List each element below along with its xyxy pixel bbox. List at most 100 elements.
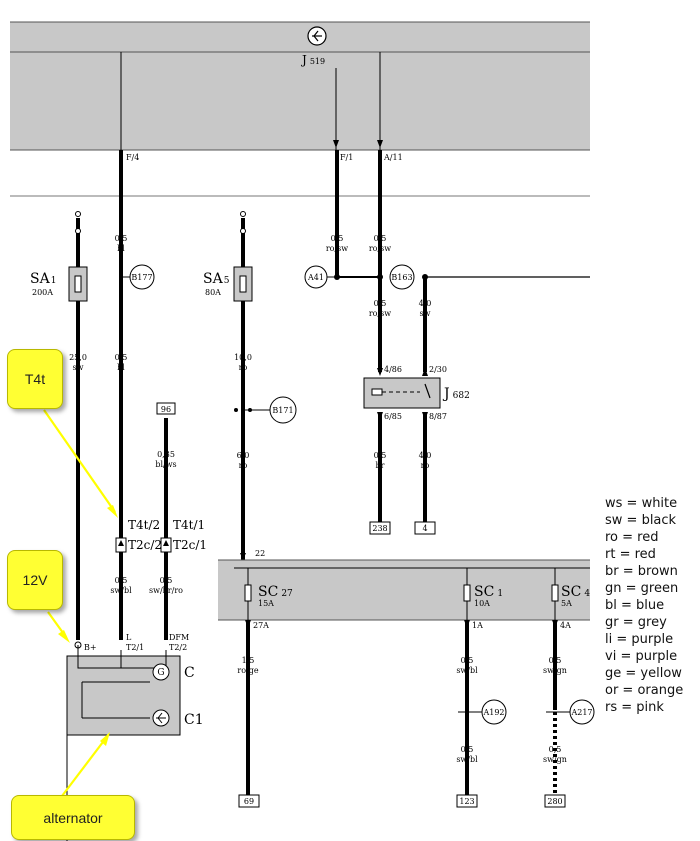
pin-label: A/11 — [383, 153, 403, 162]
legend-item: li = purple — [605, 632, 673, 647]
wire-color: bl — [117, 363, 125, 372]
connector-b163: B163 — [389, 264, 415, 290]
wire-size: 0,5 — [549, 656, 562, 665]
connector-a41: A41 — [304, 265, 337, 289]
wire-color: ro — [239, 461, 248, 470]
generator-icon: G — [152, 663, 170, 681]
legend-item: ws = white — [605, 496, 677, 511]
fuse-rating: 15A — [258, 599, 274, 608]
wire-size: 4,0 — [419, 299, 432, 308]
ref-box: 238 — [372, 524, 387, 533]
connector-a192: A192 — [458, 699, 507, 725]
legend-item: ro = red — [605, 530, 658, 545]
control-module-panel — [10, 22, 590, 150]
connector-b171: B171 — [234, 396, 297, 424]
wire-color: ro/sw — [326, 244, 348, 253]
wire-color: sw/br/ro — [149, 586, 183, 595]
wire-color: bl — [117, 244, 125, 253]
relay-pin: 6/85 — [384, 412, 402, 421]
terminal-label: B+ — [84, 643, 97, 652]
legend-item: gn = green — [605, 581, 678, 596]
wire-size: 25,0 — [69, 353, 87, 362]
legend-item: sw = black — [605, 513, 677, 528]
terminal-label: L — [126, 633, 132, 642]
fuse-rating: 80A — [205, 288, 221, 297]
fuse-rating: 10A — [474, 599, 490, 608]
plug-t4t1: T4t/1 — [173, 518, 205, 532]
pin-label: F/4 — [126, 153, 139, 162]
wire-size: 0,5 — [374, 234, 387, 243]
legend-item: rt = red — [605, 547, 656, 562]
relay-pin: 4/86 — [384, 365, 402, 374]
wire-size: 0,5 — [160, 576, 173, 585]
wire-size: 0,5 — [115, 234, 128, 243]
ref-box: 4 — [422, 524, 427, 533]
terminal-label: T2/1 — [126, 643, 144, 652]
terminal-label: DFM — [169, 633, 189, 642]
wire-color: ro/sw — [369, 244, 391, 253]
wire-color: sw — [420, 309, 431, 318]
alternator-c-label: C — [184, 665, 195, 681]
legend-item: rs = pink — [605, 700, 664, 715]
callout-alternator: alternator — [11, 795, 135, 840]
color-legend: ws = white sw = black ro = red rt = red … — [605, 496, 683, 715]
fuse-label: SA1 — [30, 271, 56, 287]
connector-a217: A217 — [546, 699, 595, 725]
wire-color: ro/ge — [237, 666, 258, 675]
wires — [76, 150, 557, 795]
legend-item: bl = blue — [605, 598, 664, 613]
plug-t2c2: T2c/2 — [128, 538, 162, 552]
relay-pin: 2/30 — [429, 365, 447, 374]
wire-size: 0,5 — [374, 451, 387, 460]
module-symbol-icon — [307, 26, 327, 46]
ref-box: 280 — [547, 797, 562, 806]
legend-item: ge = yellow — [605, 666, 682, 681]
plug-t2c1: T2c/1 — [173, 538, 207, 552]
wire-size: 4,0 — [419, 451, 432, 460]
wire-size: 10,0 — [234, 353, 252, 362]
svg-text:A217: A217 — [570, 708, 592, 717]
wire-color: ro — [239, 363, 248, 372]
wire-size: 6,0 — [237, 451, 250, 460]
wire-size: 0,5 — [461, 745, 474, 754]
wire-size: 1,5 — [242, 656, 255, 665]
wire-size: 0,5 — [461, 656, 474, 665]
svg-text:B163: B163 — [391, 273, 412, 282]
regulator-icon — [152, 709, 170, 727]
wire-color: sw/bl — [456, 755, 478, 764]
fuse-rating: 200A — [32, 288, 53, 297]
ref-box: 96 — [161, 405, 171, 414]
svg-text:G: G — [157, 668, 164, 678]
wire-color: ro — [421, 461, 430, 470]
wire-color: sw/gn — [543, 755, 567, 764]
terminal-label: 22 — [255, 549, 265, 558]
terminal-label: 4A — [560, 621, 571, 630]
wire-color: sw/bl — [456, 666, 478, 675]
wire-color: sw/bl — [110, 586, 132, 595]
legend-item: br = brown — [605, 564, 678, 579]
fuse-label: SA5 — [203, 271, 230, 287]
wire-color: bl/ws — [155, 460, 176, 469]
wire-color: sw — [73, 363, 84, 372]
wire-size: 0,5 — [331, 234, 344, 243]
legend-item: or = orange — [605, 683, 683, 698]
terminal-label: 1A — [472, 621, 483, 630]
wire-size: 0,5 — [374, 299, 387, 308]
plug-t4t2: T4t/2 — [128, 518, 160, 532]
alternator-c1-label: C1 — [184, 712, 204, 728]
wire-color: sw/gn — [543, 666, 567, 675]
wire-size: 0,5 — [115, 353, 128, 362]
terminal-label: T2/2 — [169, 643, 187, 652]
callout-t4t: T4t — [7, 349, 63, 409]
terminal-label: 27A — [253, 621, 269, 630]
svg-text:B171: B171 — [272, 406, 293, 415]
wire-size: 0,35 — [157, 450, 175, 459]
svg-text:B177: B177 — [131, 273, 152, 282]
svg-text:A192: A192 — [482, 708, 504, 717]
connector-b177: B177 — [121, 264, 155, 290]
relay-pin: 8/87 — [429, 412, 447, 421]
